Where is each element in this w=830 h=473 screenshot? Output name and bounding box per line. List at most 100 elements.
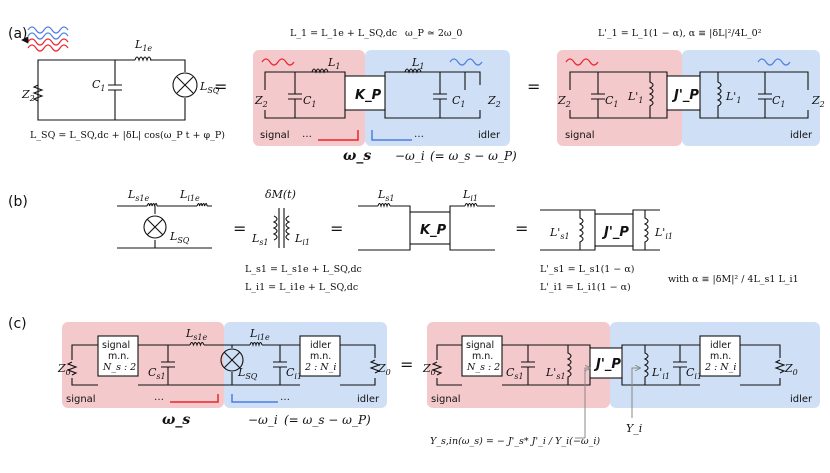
b-alpha-equation: with α ≡ |δM|² / 4L_s1 L_i1 <box>668 274 799 285</box>
idler-matching-network <box>299 335 341 377</box>
c-idler-mn-line3: 2 : N_i <box>304 362 336 373</box>
c-dots-signal: … <box>154 392 164 403</box>
idler-wave-icon <box>449 58 483 66</box>
svg-text:C1: C1 <box>92 78 106 93</box>
panel-b-label: (b) <box>8 194 28 210</box>
a-l1-equation: L_1 = L_1e + L_SQ,dc <box>290 28 397 39</box>
c-dots-idler: … <box>280 392 290 403</box>
jp-block <box>589 347 623 379</box>
c-r-idler-mn-line2: m.n. <box>710 351 731 362</box>
a-right-idler-label: idler <box>790 130 813 141</box>
svg-text:L1e: L1e <box>134 38 152 53</box>
c-yi-label: Y_i <box>626 422 642 435</box>
svg-text:Ls1e: Ls1e <box>127 188 150 203</box>
c-omega-s: ω_s <box>162 412 190 428</box>
equals-sign: = <box>400 355 413 374</box>
a-right-signal-region <box>557 50 682 146</box>
yi-arrow <box>631 368 640 418</box>
jp-label: J'_P <box>601 225 629 240</box>
kp-block <box>409 211 451 245</box>
c-right-idler-label: idler <box>790 394 813 405</box>
c-signal-mn-line3: N_s : 2 <box>102 362 136 373</box>
a-dots-signal: … <box>302 129 312 140</box>
a-lsq-equation: L_SQ = L_SQ,dc + |δL| cos(ω_P t + φ_P) <box>30 130 225 141</box>
c-signal-bracket <box>170 394 219 403</box>
kp-label: K_P <box>355 88 382 103</box>
signal-matching-network <box>97 335 139 377</box>
a-omega-s: ω_s <box>343 148 371 164</box>
svg-text:Z2: Z2 <box>21 88 35 103</box>
c-r-idler-mn-line3: 2 : N_i <box>704 362 736 373</box>
svg-text:Z0: Z0 <box>377 362 391 377</box>
b-left-circuit <box>117 202 212 249</box>
svg-text:L'i1: L'i1 <box>654 226 673 241</box>
a-left-circuit <box>32 56 198 121</box>
equals-sign: = <box>233 219 246 238</box>
a-mid-circuit <box>264 68 481 119</box>
c-signal-mn-line1: signal <box>102 340 130 351</box>
svg-text:LSQ: LSQ <box>169 230 190 245</box>
c-left-circuit <box>66 341 381 386</box>
a-right-idler-region <box>682 50 820 146</box>
c-idler-mn-line1: idler <box>310 340 331 351</box>
c-idler-mn-line2: m.n. <box>310 351 331 362</box>
svg-text:Ls1: Ls1 <box>377 188 395 203</box>
jp-block <box>594 213 634 247</box>
svg-text:Li1e: Li1e <box>179 188 200 203</box>
jp-block <box>666 75 701 111</box>
a-mid-signal-label: signal <box>260 130 290 141</box>
equals-sign: = <box>527 77 540 96</box>
signal-wave-icon <box>21 26 69 52</box>
signal-wave-icon <box>565 58 599 66</box>
b-kp-circuit <box>358 202 495 251</box>
a-mid-idler-label: idler <box>478 130 501 141</box>
c-idler-bracket <box>231 394 278 403</box>
a-dots-idler: … <box>414 129 424 140</box>
panel-c-label: (c) <box>8 316 27 332</box>
svg-text:L's1: L's1 <box>549 226 570 241</box>
a-signal-bracket <box>318 130 359 141</box>
a-mid-signal-region <box>253 50 365 146</box>
c-left-signal-label: signal <box>66 394 96 405</box>
svg-text:Li1: Li1 <box>294 232 310 247</box>
a-omega-i: −ω_i <box>395 149 425 163</box>
b-lsp-equation: L'_s1 = L_s1(1 − α) <box>540 264 634 275</box>
a-omega-relation: (= ω_s − ω_P) <box>430 149 517 163</box>
c-signal-mn-line2: m.n. <box>108 351 129 362</box>
b-ls-equation: L_s1 = L_s1e + L_SQ,dc <box>245 264 362 275</box>
svg-text:Li1: Li1 <box>462 188 478 203</box>
a-l1p-equation: L'_1 = L_1(1 − α), α ≡ |δL|²/4L_0² <box>598 28 762 39</box>
kp-label: K_P <box>420 223 447 238</box>
jp-label: J'_P <box>593 357 621 372</box>
c-right-signal-label: signal <box>431 394 461 405</box>
a-right-signal-label: signal <box>565 130 595 141</box>
c-r-signal-mn-line2: m.n. <box>472 351 493 362</box>
c-omega-relation: (= ω_s − ω_P) <box>284 413 371 427</box>
b-li-equation: L_i1 = L_i1e + L_SQ,dc <box>245 282 358 293</box>
svg-text:Z2: Z2 <box>811 94 825 109</box>
a-mid-idler-region <box>365 50 510 146</box>
ys-arrow <box>584 368 590 438</box>
c-r-idler-mn-line1: idler <box>710 340 731 351</box>
c-ys-equation: Y_s,in(ω_s) = − J'_s* J'_i / Y_i(−ω_i) <box>430 436 600 447</box>
b-lip-equation: L'_i1 = L_i1(1 − α) <box>540 282 631 293</box>
signal-matching-network <box>461 335 503 377</box>
equals-sign: = <box>214 77 227 96</box>
equals-sign: = <box>515 219 528 238</box>
idler-matching-network <box>699 335 741 377</box>
c-left-idler-label: idler <box>357 394 380 405</box>
b-mutual-circuit <box>272 208 291 248</box>
a-right-circuit <box>569 71 809 119</box>
idler-wave-icon <box>757 58 791 66</box>
c-right-circuit <box>431 344 786 386</box>
c-omega-i: −ω_i <box>248 413 278 427</box>
equals-sign: = <box>330 219 343 238</box>
svg-text:Ls1: Ls1 <box>251 232 269 247</box>
b-dm-label: δM(t) <box>265 188 296 201</box>
kp-block <box>344 75 386 111</box>
a-wp-equation: ω_P ≃ 2ω_0 <box>405 28 462 39</box>
b-jp-circuit <box>540 209 660 251</box>
c-r-signal-mn-line1: signal <box>466 340 494 351</box>
signal-wave-icon <box>261 58 295 66</box>
